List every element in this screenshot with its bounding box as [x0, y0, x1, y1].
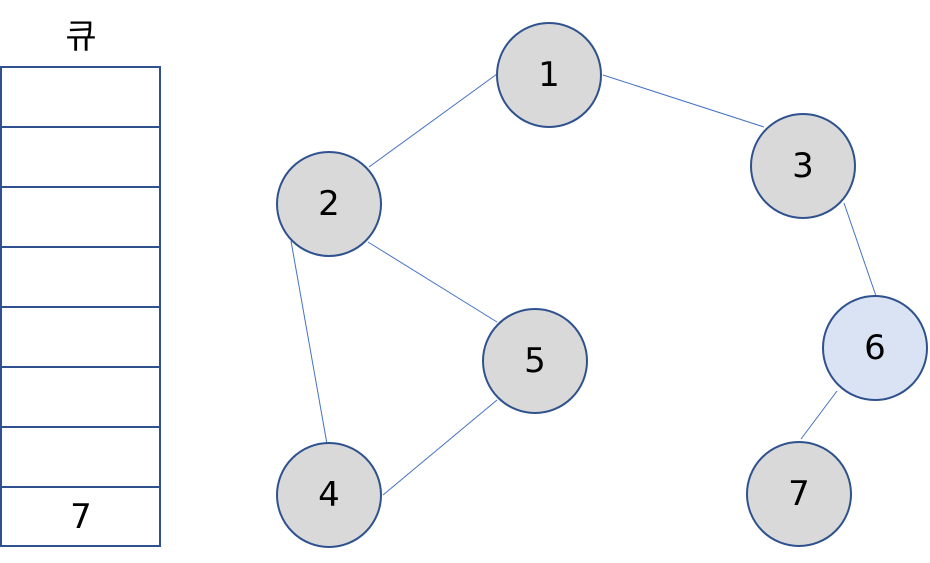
graph-node-7: 7	[746, 441, 852, 547]
graph-node-circle	[276, 151, 382, 257]
graph-node-circle	[822, 295, 928, 401]
graph-node-5: 5	[482, 308, 588, 414]
queue: 큐 7	[0, 17, 161, 547]
graph-node-2: 2	[276, 151, 382, 257]
queue-cell: 7	[0, 486, 161, 547]
queue-cell	[0, 126, 161, 188]
queue-cell-value: 7	[70, 497, 92, 537]
graph-node-circle	[750, 113, 856, 219]
edge-2-4	[290, 240, 328, 445]
graph-node-label: 6	[864, 328, 886, 368]
graph-node-label: 4	[318, 475, 340, 515]
graph-node-3: 3	[750, 113, 856, 219]
edge-5-4	[382, 399, 498, 496]
edge-2-5	[367, 241, 498, 323]
queue-cell	[0, 366, 161, 428]
graph-node-1: 1	[496, 22, 602, 128]
graph-node-label: 2	[318, 184, 340, 224]
graph-edges	[290, 73, 877, 496]
graph-nodes: 1 2 3 4 5 6 7	[276, 22, 928, 548]
graph-node-circle	[746, 441, 852, 547]
queue-cell	[0, 246, 161, 308]
graph-node-4: 4	[276, 442, 382, 548]
edge-1-3	[602, 74, 765, 128]
queue-title: 큐	[65, 17, 96, 57]
graph-node-label: 1	[538, 55, 560, 95]
graph-node-circle	[496, 22, 602, 128]
queue-cell	[0, 306, 161, 368]
edge-3-6	[843, 202, 877, 297]
edge-1-2	[368, 73, 498, 168]
graph-node-circle	[482, 308, 588, 414]
queue-cell	[0, 66, 161, 128]
graph-node-label: 7	[788, 474, 810, 514]
graph-node-label: 5	[524, 341, 546, 381]
graph-node-6: 6	[822, 295, 928, 401]
graph-node-circle	[276, 442, 382, 548]
edge-6-7	[800, 390, 838, 440]
queue-cell	[0, 186, 161, 248]
queue-cell	[0, 426, 161, 488]
graph-node-label: 3	[792, 146, 814, 186]
